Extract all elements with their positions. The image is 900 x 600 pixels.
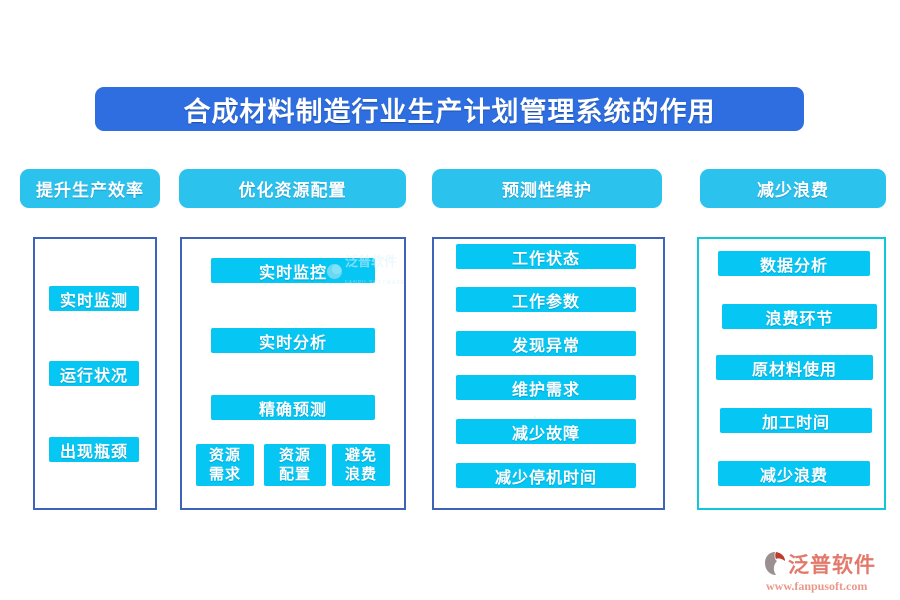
panel-predictive-maintenance: 工作状态 工作参数 发现异常 维护需求 减少故障 减少停机时间 [432, 237, 665, 510]
diagram-node: 减少故障 [456, 419, 636, 444]
diagram-node: 实时监控 [211, 258, 375, 283]
fanpu-logo-url: www.fanpusoft.com [766, 579, 868, 593]
column-header-predictive-maintenance: 预测性维护 [432, 169, 662, 208]
diagram-node: 精确预测 [211, 395, 375, 420]
fanpu-logo: 泛普软件 www.fanpusoft.com [764, 549, 896, 595]
diagram-node: 资源配置 [264, 444, 326, 486]
diagram-node: 资源需求 [196, 444, 254, 486]
diagram-node: 减少停机时间 [456, 463, 636, 488]
diagram-node: 减少浪费 [718, 461, 870, 486]
diagram-node: 运行状况 [49, 361, 139, 386]
diagram-node: 工作状态 [456, 244, 636, 269]
diagram-node: 发现异常 [456, 331, 636, 356]
diagram-node: 避免浪费 [332, 444, 390, 486]
diagram-node: 数据分析 [718, 251, 870, 276]
diagram-node: 出现瓶颈 [49, 437, 139, 462]
column-header-improve-efficiency: 提升生产效率 [20, 169, 160, 208]
diagram-node: 维护需求 [456, 375, 636, 400]
diagram-node: 浪费环节 [722, 304, 877, 329]
diagram-node: 原材料使用 [716, 355, 873, 380]
diagram-node: 工作参数 [456, 287, 636, 312]
diagram-node: 实时监测 [49, 286, 139, 311]
fanpu-logo-name: 泛普软件 [788, 553, 876, 577]
panel-optimize-resources: 实时监控 实时分析 精确预测 资源需求 资源配置 避免浪费 [180, 237, 406, 510]
panel-improve-efficiency: 实时监测 运行状况 出现瓶颈 [33, 237, 157, 510]
fanpu-logo-icon [764, 551, 786, 577]
diagram-node: 实时分析 [211, 328, 375, 353]
column-header-reduce-waste: 减少浪费 [700, 169, 886, 208]
column-header-optimize-resources: 优化资源配置 [179, 169, 406, 208]
page-title: 合成材料制造行业生产计划管理系统的作用 [95, 87, 804, 131]
diagram-node: 加工时间 [720, 408, 872, 433]
panel-reduce-waste: 数据分析 浪费环节 原材料使用 加工时间 减少浪费 [697, 237, 886, 510]
